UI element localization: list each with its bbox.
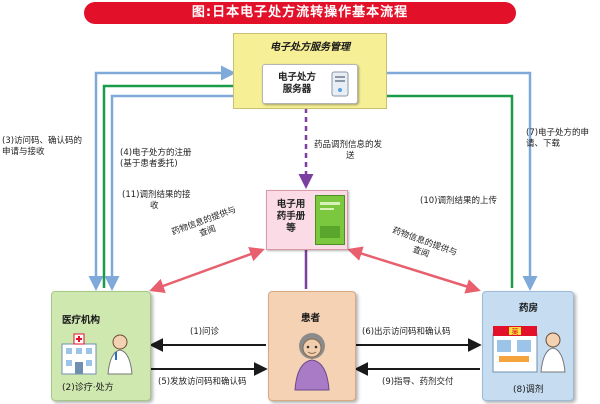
medbook-line3: 等 — [286, 223, 296, 234]
arrow-access-code-request — [88, 65, 236, 291]
label-step3: (3)访问码、确认码的 申请与接收 — [2, 136, 83, 157]
hospital-title: 医疗机构 — [62, 315, 101, 326]
label-step7: (7)电子处方的申 请、下载 — [526, 128, 590, 149]
label-step9: (9)指导、药剂交付 — [382, 377, 454, 387]
arrow-upload-result — [357, 88, 514, 288]
electronic-medication-handbook: 电子用 药手册 等 — [266, 190, 348, 250]
pharmacy-store-icon: 薬 — [492, 326, 566, 373]
label-step6: (6)出示访问码和确认码 — [362, 327, 451, 337]
label-drug-send: 药品调剂信息的发 送 — [314, 140, 383, 161]
handbook-cover-icon — [315, 195, 345, 245]
pharmacy-title: 药房 — [519, 303, 539, 314]
label-step10: (10)调剂结果的上传 — [420, 196, 497, 206]
prescription-server: 电子处方 服务器 — [262, 64, 358, 104]
svg-text:薬: 薬 — [512, 327, 519, 336]
arrow-receive-result — [104, 94, 258, 291]
patient: 患者 — [268, 291, 356, 401]
label-step1: (1)问诊 — [190, 327, 220, 337]
hospital-action: (2)诊疗·处方 — [62, 383, 114, 393]
arrow-drug-info-right — [347, 246, 481, 294]
arrow-drug-info-left — [149, 247, 265, 293]
arrow-download-prescription — [357, 65, 538, 291]
medical-institution: 医疗机构 (2)诊疗·处方 — [51, 291, 151, 401]
arrow-register-prescription — [102, 78, 261, 288]
diagram-title: 图:日本电子处方流转操作基本流程 — [84, 2, 516, 24]
pharmacy-action: (8)调剂 — [513, 385, 544, 395]
label-step5: (5)发放访问码和确认码 — [158, 377, 247, 387]
medbook-line1: 电子用 — [276, 199, 306, 210]
server-label-line2: 服务器 — [282, 84, 312, 95]
label-step11: (11)调剂结果的接 收 — [122, 190, 191, 211]
patient-elderly-icon — [294, 333, 330, 391]
medbook-line2: 药手册 — [276, 211, 306, 222]
hospital-doctor-icon — [61, 333, 133, 375]
patient-title: 患者 — [301, 313, 321, 324]
panel-title: 电子处方服务管理 — [270, 42, 350, 53]
server-label-line1: 电子处方 — [277, 72, 316, 83]
label-step4: (4)电子处方的注册 (基于患者委托) — [120, 148, 192, 169]
server-icon — [331, 71, 349, 97]
pharmacy: 药房 薬 (8)调剂 — [482, 291, 574, 401]
